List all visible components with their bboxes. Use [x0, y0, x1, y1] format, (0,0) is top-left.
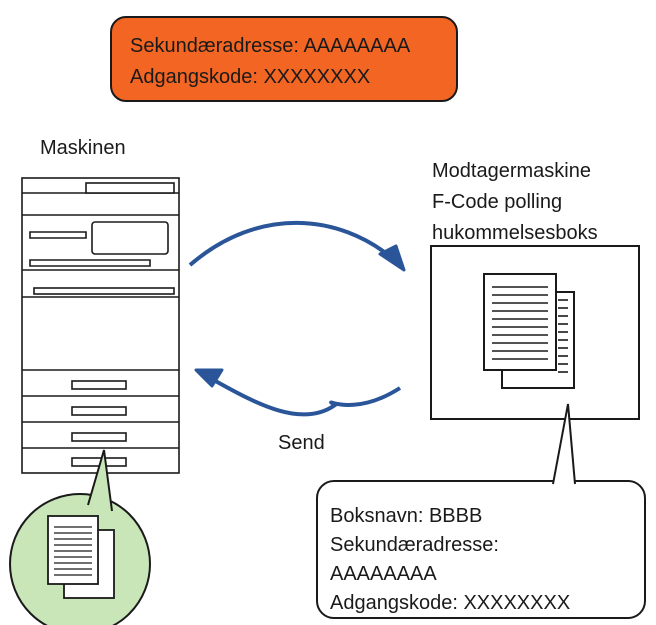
receiver-label-line1: Modtagermaskine — [432, 160, 591, 182]
callout-password-text: Adgangskode: XXXXXXXX — [330, 592, 571, 614]
stored-documents-bubble — [9, 449, 151, 625]
send-label: Send — [278, 432, 325, 454]
document-stack-icon — [483, 273, 575, 389]
password-text: Adgangskode: XXXXXXXX — [130, 66, 371, 88]
callout-secondary-address-label: Sekundæradresse: — [330, 534, 499, 556]
receiver-label-line3: hukommelsesboks — [432, 222, 598, 244]
box-name-text: Boksnavn: BBBB — [330, 505, 483, 527]
send-arrow — [194, 368, 402, 417]
secondary-address-text: Sekundæradresse: AAAAAAAA — [130, 35, 411, 57]
callout-pointer — [552, 403, 576, 485]
receiver-label-line2: F-Code polling — [432, 191, 563, 213]
callout-secondary-address-value: AAAAAAAA — [330, 563, 437, 585]
machine-label: Maskinen — [40, 137, 126, 159]
document-stack-icon — [47, 515, 115, 599]
receiver-label: Modtagermaskine F-Code polling hukommels… — [432, 156, 598, 249]
credentials-box: Sekundæradresse: AAAAAAAA Adgangskode: X… — [110, 16, 458, 102]
polling-request-arrow — [188, 220, 406, 272]
box-info-callout: Boksnavn: BBBB Sekundæradresse: AAAAAAAA… — [316, 480, 646, 619]
printer-icon — [21, 177, 180, 474]
